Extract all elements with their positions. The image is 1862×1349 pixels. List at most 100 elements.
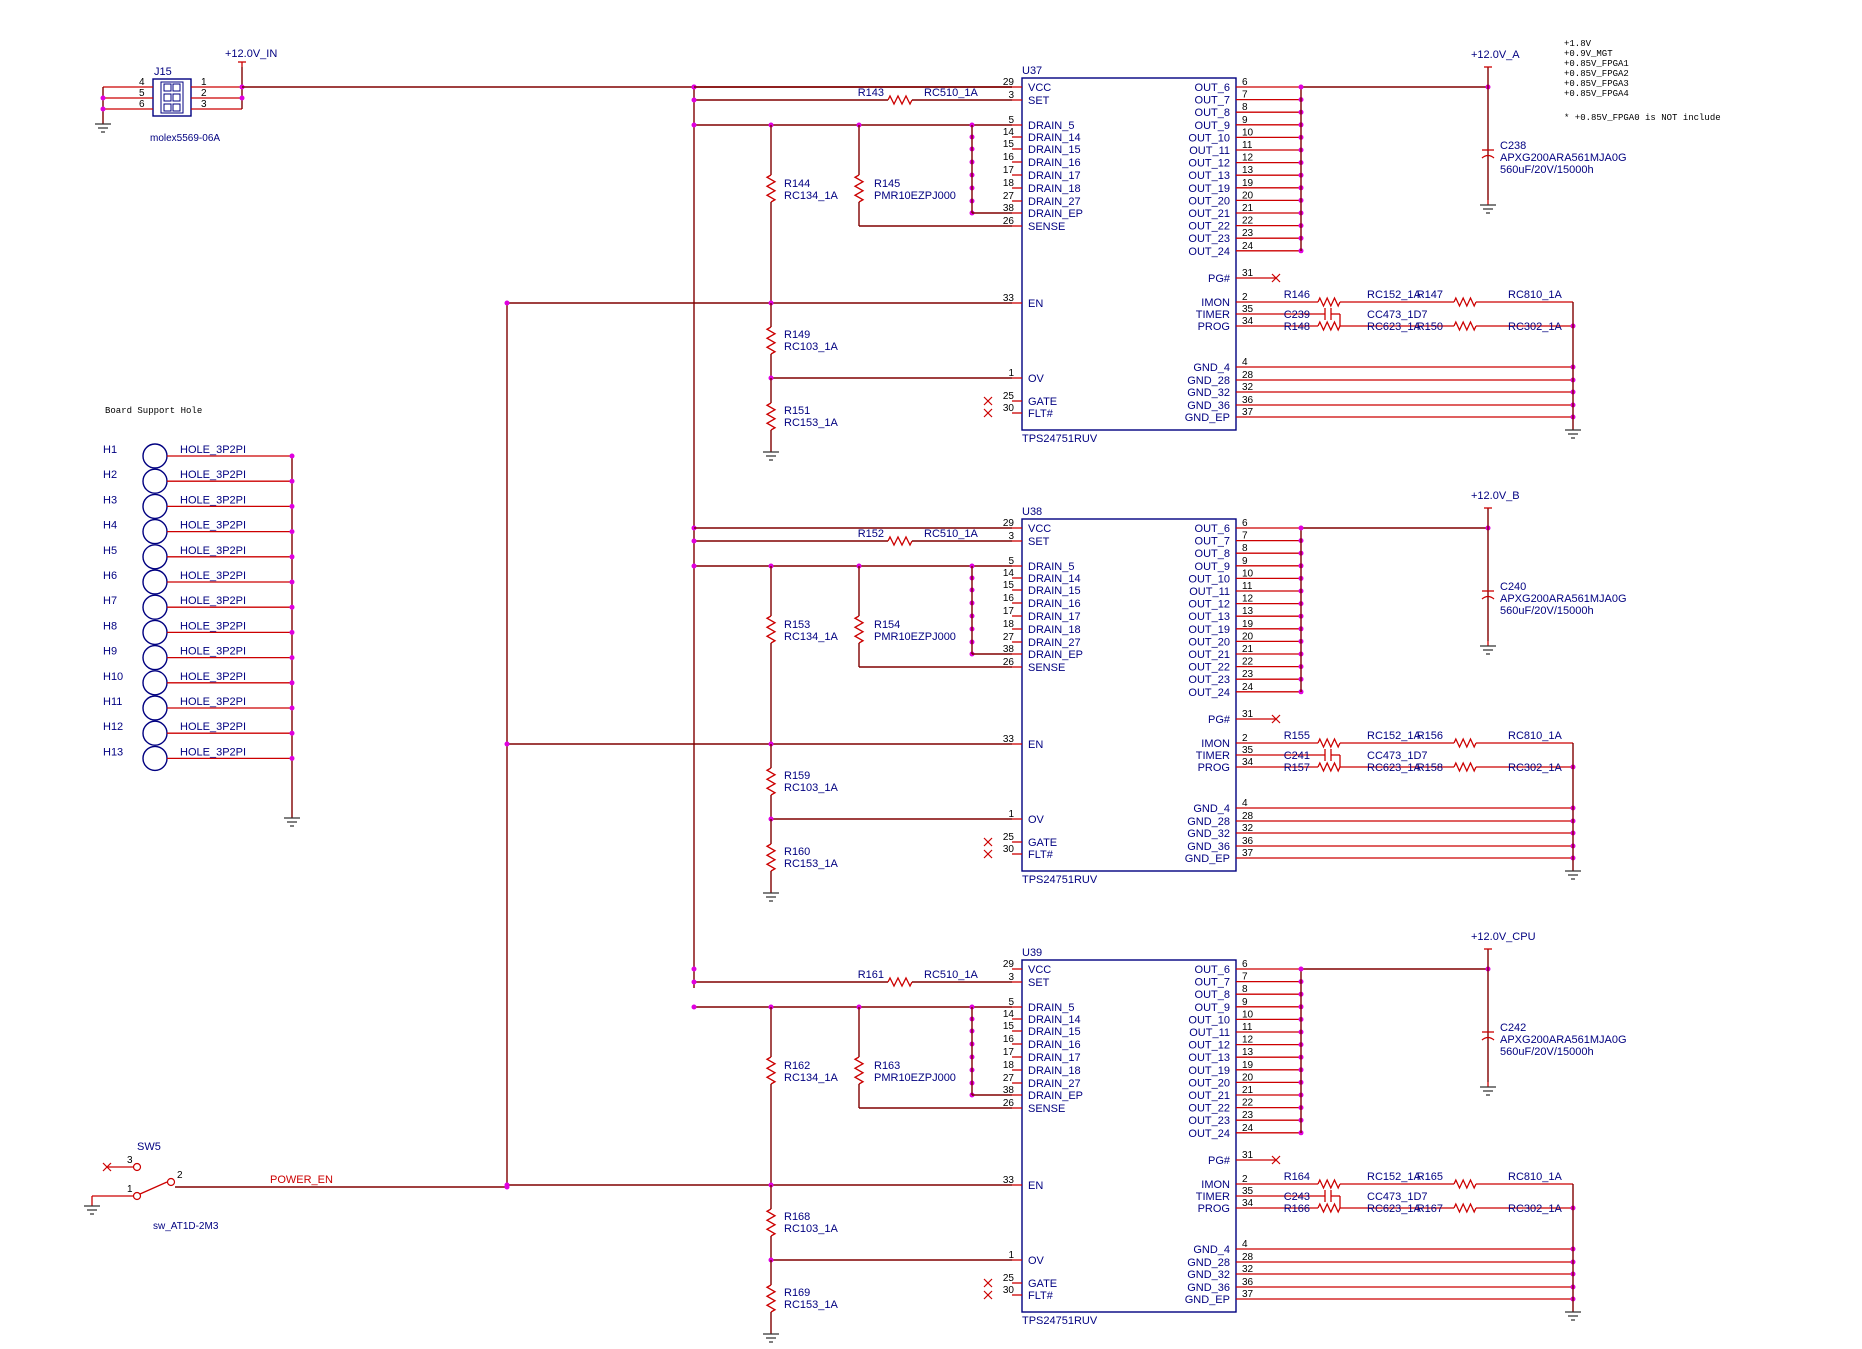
pin-number: 19 bbox=[1242, 178, 1254, 189]
pin-name: OUT_10 bbox=[1188, 132, 1230, 144]
no-connect-stroke bbox=[983, 849, 993, 859]
pin-name: GND_4 bbox=[1193, 1244, 1230, 1256]
ic-body[interactable] bbox=[1021, 959, 1237, 1313]
resistor-zigzag bbox=[1317, 1202, 1341, 1214]
pin-name: OUT_11 bbox=[1189, 586, 1230, 598]
ic-body[interactable] bbox=[1021, 77, 1237, 431]
pin-name: FLT# bbox=[1028, 849, 1054, 861]
hole-circle bbox=[142, 443, 168, 469]
pin-name: DRAIN_EP bbox=[1028, 208, 1083, 220]
pin-number: 10 bbox=[1242, 127, 1254, 138]
rail-label: +12.0V_A bbox=[1471, 49, 1520, 61]
pin-number: 35 bbox=[1242, 304, 1254, 315]
pin-name: OUT_13 bbox=[1188, 1052, 1230, 1064]
pin-number: 34 bbox=[1242, 1198, 1254, 1209]
cap-ref: C242 bbox=[1500, 1022, 1526, 1034]
resistor-zigzag bbox=[1317, 761, 1341, 773]
ic-body[interactable] bbox=[1021, 518, 1237, 872]
pin-number: 10 bbox=[1242, 568, 1254, 579]
pin-name: DRAIN_27 bbox=[1028, 1078, 1081, 1090]
pin-name: GND_4 bbox=[1193, 803, 1230, 815]
hole-ref: H6 bbox=[103, 570, 117, 582]
pin-number: 7 bbox=[1242, 972, 1248, 983]
hole-ref: H12 bbox=[103, 721, 123, 733]
pin-number: 16 bbox=[1003, 593, 1015, 604]
pin-number: 32 bbox=[1242, 382, 1254, 393]
pin-name: OUT_6 bbox=[1195, 82, 1230, 94]
junction-dot bbox=[289, 503, 295, 509]
pin-number: 11 bbox=[1242, 581, 1253, 592]
pin-name: VCC bbox=[1028, 82, 1051, 94]
pin-name: DRAIN_5 bbox=[1028, 120, 1074, 132]
hole-circle bbox=[142, 544, 168, 570]
hole-part: HOLE_3P2PI bbox=[180, 469, 246, 481]
hole-ref: H7 bbox=[103, 595, 117, 607]
rail-label: +12.0V_CPU bbox=[1471, 931, 1536, 943]
hole-part: HOLE_3P2PI bbox=[180, 696, 246, 708]
pin-name: IMON bbox=[1201, 738, 1230, 750]
pin-number: 35 bbox=[1242, 745, 1254, 756]
no-connect-stroke bbox=[1271, 1155, 1281, 1165]
connector-j15[interactable] bbox=[95, 61, 246, 133]
pin-number: 1 bbox=[1008, 1250, 1014, 1261]
pin-number: 20 bbox=[1242, 1072, 1254, 1083]
switch-sw5[interactable] bbox=[84, 1162, 176, 1215]
cap-plate-curved bbox=[1481, 154, 1495, 159]
no-connect-mark bbox=[983, 408, 993, 418]
pin-number: 18 bbox=[1003, 178, 1015, 189]
no-connect-stroke bbox=[1271, 273, 1281, 283]
res-ref: R162 bbox=[784, 1060, 810, 1072]
res-value: RC623_1A bbox=[1367, 321, 1421, 333]
pin-name: SET bbox=[1028, 95, 1050, 107]
pin-name: GATE bbox=[1028, 396, 1057, 408]
pin-name: GND_32 bbox=[1187, 828, 1230, 840]
